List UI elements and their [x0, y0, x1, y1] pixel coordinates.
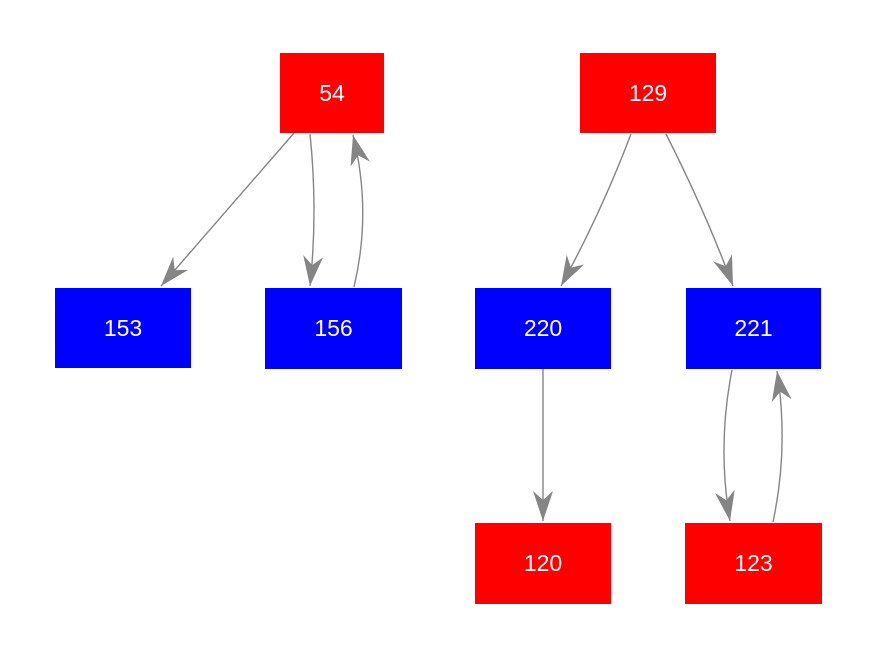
node-label: 220	[523, 315, 563, 341]
edge-54-156	[303, 133, 324, 287]
node-label: 123	[734, 550, 773, 576]
node-label: 120	[523, 550, 563, 576]
node-54: 54	[280, 53, 384, 133]
edge-129-220	[560, 133, 632, 287]
node-label: 54	[319, 79, 345, 106]
node-123: 123	[685, 523, 822, 604]
node-label: 156	[314, 315, 353, 341]
node-220: 220	[475, 288, 611, 369]
node-label: 153	[103, 314, 143, 341]
edge-54-153	[160, 132, 295, 287]
edge-123-221	[771, 370, 792, 523]
node-156: 156	[265, 288, 402, 369]
edge-221-123	[715, 369, 735, 522]
edge-156-54	[350, 134, 370, 288]
node-153: 153	[55, 288, 191, 368]
node-label: 221	[734, 315, 773, 341]
node-129: 129	[580, 53, 716, 133]
edge-group	[160, 132, 792, 523]
edge-129-221	[665, 133, 734, 287]
node-label: 129	[628, 79, 668, 106]
node-120: 120	[475, 523, 611, 604]
node-221: 221	[686, 288, 821, 369]
